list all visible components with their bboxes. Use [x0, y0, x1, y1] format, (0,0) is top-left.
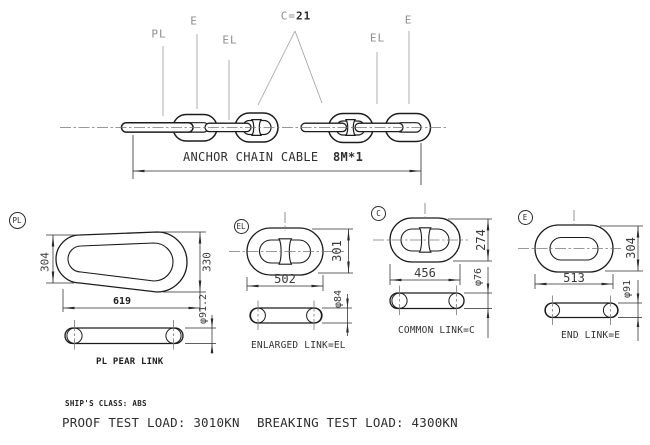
enlarged-dim-width: 502 [274, 272, 296, 286]
end-link-dimensions [534, 225, 643, 341]
common-link-count-prefix: C= [280, 9, 296, 23]
pear-side-view [64, 327, 184, 345]
pear-link-caption: PL PEAR LINK [96, 357, 164, 367]
label-end-link-right: E [404, 13, 413, 27]
pear-dim-right-height: 330 [200, 252, 214, 272]
pear-link-badge: PL [8, 211, 26, 229]
stud-left [250, 119, 263, 136]
common-link-dimensions [389, 218, 492, 338]
end-link-badge: E [517, 209, 533, 225]
centerlines [60, 127, 621, 352]
common-link-detail [389, 217, 465, 310]
common-link-badge: C [371, 206, 386, 221]
label-end-link-left: E [190, 14, 198, 28]
end-dim-height: 304 [624, 237, 638, 259]
enlarged-link-caption: ENLARGED LINK=EL [251, 340, 346, 351]
enlarged-link-dimensions [246, 228, 353, 336]
pear-dim-diameter: φ91.2 [198, 293, 209, 325]
label-common-link-count: C=21 [281, 11, 312, 22]
end-dim-width: 513 [563, 271, 585, 285]
enlarged-dim-height: 301 [330, 240, 344, 262]
common-link-caption: COMMON LINK=C [398, 325, 475, 336]
label-pear-link: PL [151, 27, 167, 41]
pear-link-detail [55, 231, 188, 345]
stud-right [344, 119, 357, 136]
e-side-view [544, 302, 619, 319]
proof-test-load: PROOF TEST LOAD: 3010KN [62, 415, 240, 430]
enlarged-dim-diameter: φ84 [333, 289, 344, 309]
pear-dim-left-height: 304 [38, 252, 52, 272]
el-side-view [249, 307, 323, 324]
pear-dim-width: 619 [112, 296, 132, 307]
assembly-dimension [132, 135, 422, 185]
common-link-count-value: 21 [296, 9, 312, 23]
common-dim-diameter: φ76 [472, 267, 484, 286]
pear-inner-outline [67, 242, 174, 282]
common-dim-width: 456 [414, 265, 436, 280]
ship-class-note: SHIP'S CLASS: ABS [65, 399, 147, 408]
assembly-length: 8M*1 [333, 150, 364, 164]
enlarged-link-badge: EL [233, 218, 249, 234]
breaking-test-load: BREAKING TEST LOAD: 4300KN [257, 415, 458, 430]
c-side-view [389, 292, 465, 310]
common-dim-height: 274 [473, 229, 488, 251]
label-enlarged-link-right: EL [369, 31, 386, 44]
end-link-caption: END LINK=E [561, 330, 621, 341]
assembly-caption: ANCHOR CHAIN CABLE [183, 150, 319, 164]
label-leaders [162, 30, 410, 120]
pear-link-dimensions [46, 231, 216, 354]
label-enlarged-link-left: EL [222, 33, 238, 47]
end-dim-diameter: φ91 [622, 279, 633, 299]
